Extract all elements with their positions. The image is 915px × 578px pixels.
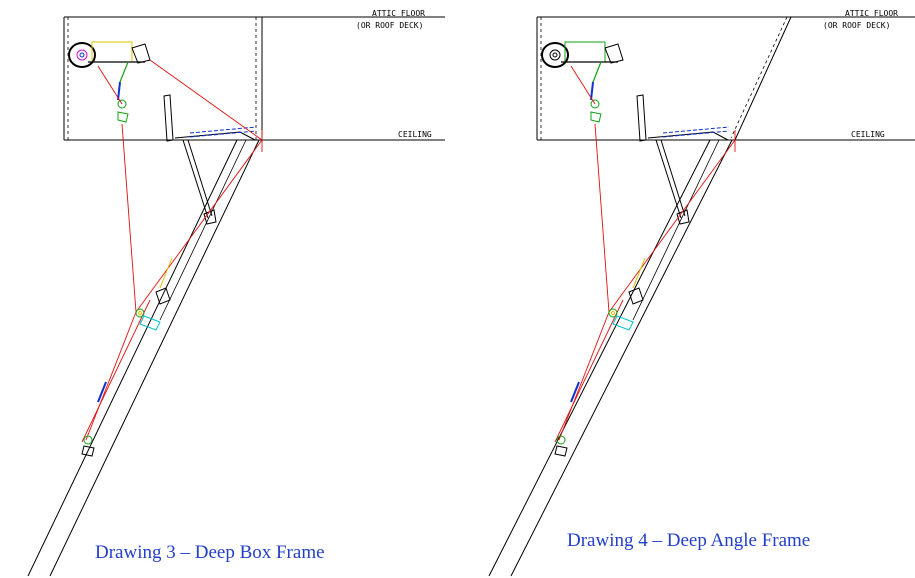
drawing-3-caption: Drawing 3 – Deep Box Frame (95, 542, 325, 563)
attic-floor-label: ATTIC FLOOR (372, 9, 425, 18)
ladder-rail-left (488, 139, 711, 577)
ladder-rail-left (27, 139, 238, 577)
drawing-4: ATTIC FLOOR (OR ROOF DECK) CEILING (488, 9, 915, 577)
winch-drum (68, 42, 96, 68)
winch-hub (76, 49, 88, 61)
winch-rod (117, 81, 121, 101)
drawing-3: ATTIC FLOOR (OR ROOF DECK) CEILING (27, 9, 445, 577)
ladder-rail-right (49, 139, 260, 577)
winch-assembly (68, 41, 151, 123)
lower-pulley (554, 435, 568, 457)
hinge-arm-link (182, 139, 209, 219)
ladder-rail-right (510, 139, 733, 577)
winch-assembly (541, 41, 624, 123)
lower-blue-rod (570, 381, 580, 403)
upper-pulley-bracket (117, 111, 129, 123)
ceiling-label: CEILING (398, 130, 432, 139)
angle-frame-dash (730, 16, 788, 139)
drawing-4-caption: Drawing 4 – Deep Angle Frame (567, 530, 810, 551)
gas-strut-top (636, 94, 647, 142)
cables (554, 65, 736, 443)
angle-frame-line (734, 16, 792, 141)
mid-pulley (135, 257, 173, 331)
winch-hub-inner (79, 52, 85, 58)
hinge-arm (174, 126, 257, 225)
lower-pulley (81, 435, 95, 457)
attic-floor-label: ATTIC FLOOR (845, 9, 898, 18)
roof-deck-label: (OR ROOF DECK) (823, 21, 890, 30)
winch-bracket (131, 43, 151, 64)
lower-blue-rod (97, 381, 107, 403)
mid-pulley (608, 257, 646, 331)
roof-deck-label: (OR ROOF DECK) (356, 21, 423, 30)
ceiling-label: CEILING (851, 130, 885, 139)
winch-housing (91, 41, 133, 63)
cables (81, 59, 263, 443)
winch-lever (119, 61, 129, 83)
hinge-arm (647, 126, 730, 225)
gas-strut-top (163, 94, 174, 142)
upper-pulley (117, 99, 127, 109)
